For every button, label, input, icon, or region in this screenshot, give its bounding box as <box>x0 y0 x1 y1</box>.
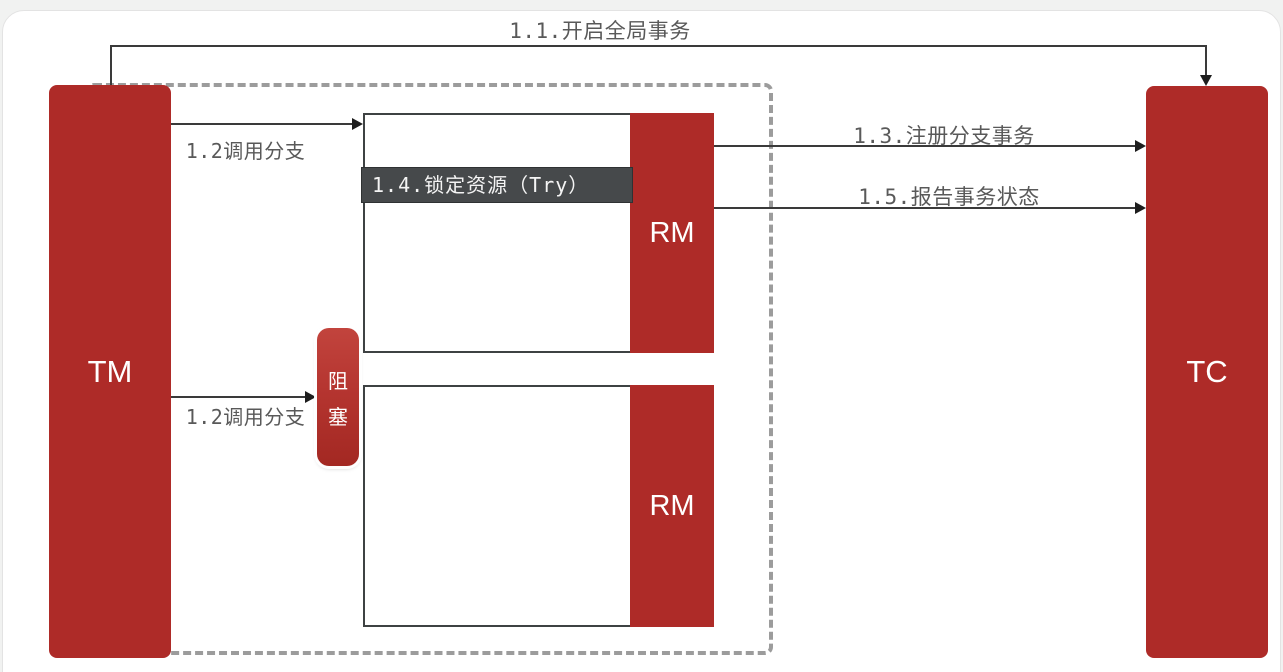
arrow-report-status-arrowhead-icon <box>1135 202 1146 214</box>
arrow-open-global-tx-segment-across <box>110 45 1207 47</box>
arrow-call-branch-top-label: 1.2调用分支 <box>185 139 306 163</box>
arrow-open-global-tx-arrowhead-icon <box>1200 75 1212 86</box>
rm2-red-strip: RM <box>630 385 714 627</box>
rm2-node: RM <box>363 385 714 627</box>
tc-node: TC <box>1146 86 1268 658</box>
tm-node-label: TM <box>87 353 133 389</box>
blocked-badge: 阻 塞 <box>317 328 359 466</box>
arrow-call-branch-bottom-line <box>171 396 306 398</box>
try-step-label: 1.4.锁定资源（Try） <box>361 167 633 203</box>
arrow-call-branch-bottom-label: 1.2调用分支 <box>185 405 306 429</box>
rm1-node: RM <box>363 113 714 353</box>
arrow-open-global-tx-label: 1.1.开启全局事务 <box>509 19 691 43</box>
blocked-badge-char2: 塞 <box>328 404 348 429</box>
arrow-register-branch-arrowhead-icon <box>1135 140 1146 152</box>
arrow-call-branch-top-arrowhead-icon <box>352 118 363 130</box>
arrow-register-branch-label: 1.3.注册分支事务 <box>853 124 1035 148</box>
arrow-call-branch-top-line <box>171 123 353 125</box>
blocked-badge-char1: 阻 <box>328 368 348 393</box>
arrow-report-status-line <box>714 207 1136 209</box>
arrow-register-branch-line <box>714 145 1136 147</box>
arrow-report-status-label: 1.5.报告事务状态 <box>858 185 1040 209</box>
arrow-open-global-tx-segment-down <box>1205 45 1207 77</box>
tm-node: TM <box>49 85 171 658</box>
arrow-open-global-tx-segment-up <box>110 45 112 85</box>
rm2-node-label: RM <box>649 489 695 522</box>
rm1-node-label: RM <box>649 216 695 249</box>
rm1-red-strip: RM <box>630 113 714 353</box>
arrow-call-branch-bottom-arrowhead-icon <box>305 391 316 403</box>
tc-node-label: TC <box>1186 354 1228 389</box>
